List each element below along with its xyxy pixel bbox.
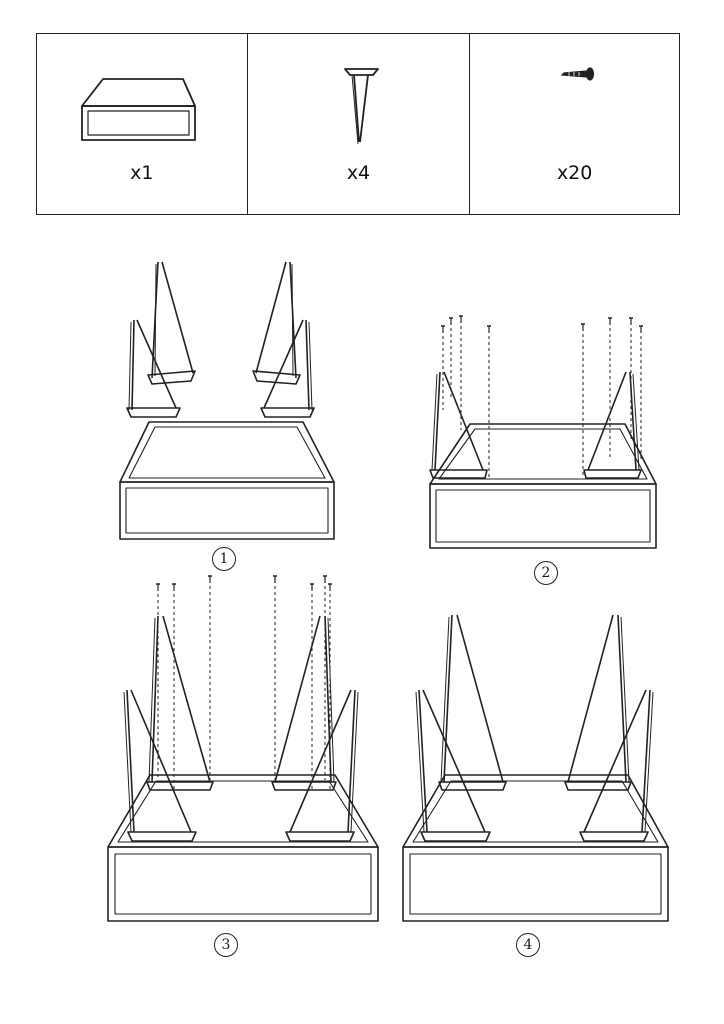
parts-list: x1 x4 x20: [36, 33, 680, 215]
step-2-number: 2: [534, 561, 558, 585]
step-3-illustration: [107, 575, 379, 922]
step-2-illustration: [429, 315, 657, 549]
screw-icon: [560, 67, 595, 81]
part-hairpin-leg: x4: [248, 34, 471, 214]
part-box-frame: x1: [37, 34, 248, 214]
part-qty: x1: [130, 162, 154, 184]
step-4-illustration: [402, 614, 669, 922]
part-screw: x20: [470, 34, 679, 214]
step-3-number: 3: [214, 933, 238, 957]
hairpin-leg-icon: [343, 68, 379, 145]
step-1-illustration: [119, 261, 335, 540]
part-qty: x4: [346, 162, 371, 184]
step-1-number: 1: [212, 547, 236, 571]
step-4-number: 4: [516, 933, 540, 957]
part-qty: x20: [556, 162, 593, 184]
frame-box-icon: [81, 78, 196, 141]
